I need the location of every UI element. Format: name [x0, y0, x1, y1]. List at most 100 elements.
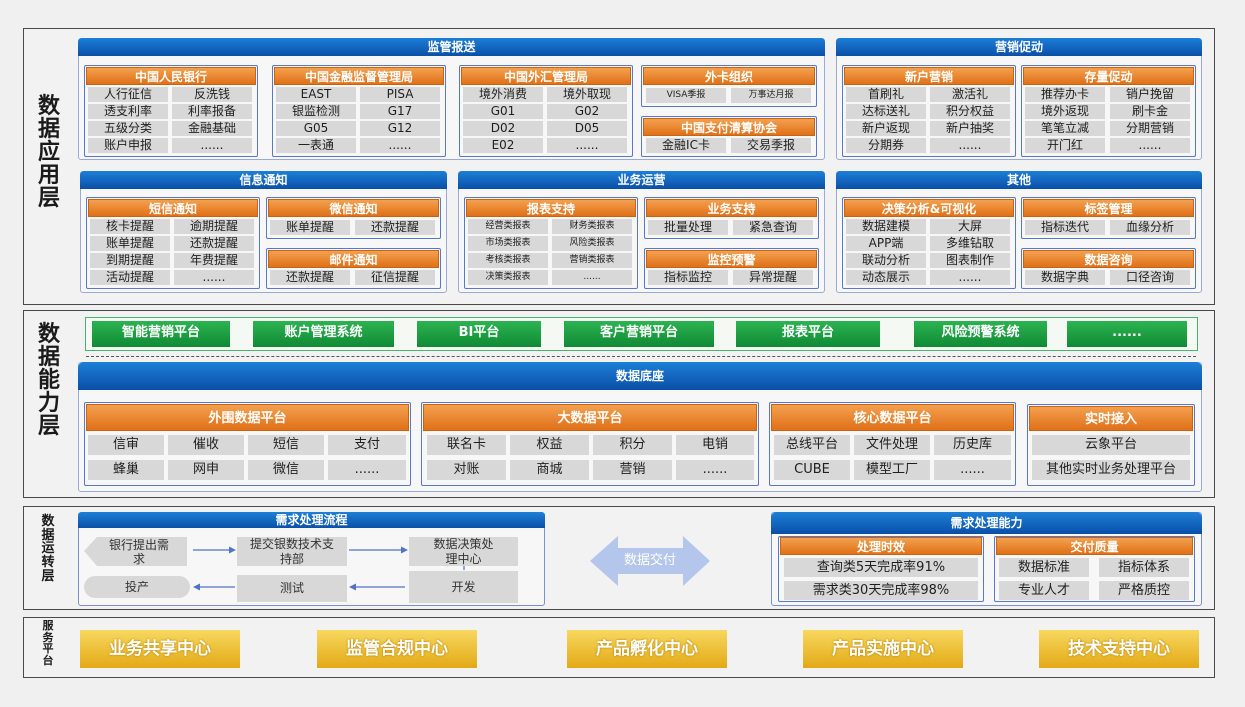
data-delivery-label: 数据交付 — [623, 553, 676, 568]
list-item: G02 — [547, 104, 627, 119]
list-item: 境外返现 — [1025, 104, 1105, 119]
service-center: 监管合规中心 — [317, 630, 477, 668]
list-item: 市场类报表 — [468, 236, 548, 251]
process-step-deploy: 投产 — [124, 580, 149, 594]
list-item: 指标体系 — [1099, 558, 1189, 577]
list-item: 万事达月报 — [731, 88, 811, 103]
list-item: 大屏 — [930, 219, 1010, 234]
delivery-double-arrow-icon — [590, 536, 710, 586]
list-item: 销户挽留 — [1110, 87, 1190, 102]
list-item: ...... — [328, 460, 406, 480]
realtime-header: 实时接入 — [1029, 406, 1193, 431]
list-item: 达标送礼 — [846, 104, 926, 119]
process-step-submit: 提交银数技术支持部 — [237, 537, 347, 566]
process-step-request: 银行提出需求 — [108, 538, 169, 566]
arrow-head — [229, 546, 236, 554]
list-item: 需求类30天完成率98% — [784, 581, 978, 600]
list-item: 蜂巢 — [88, 460, 164, 480]
list-item: 催收 — [168, 435, 244, 455]
list-item: D05 — [547, 121, 627, 136]
list-item: 营销 — [593, 460, 672, 480]
peripheral-header: 外围数据平台 — [86, 404, 409, 431]
list-item: 积分权益 — [930, 104, 1010, 119]
service-center: 产品实施中心 — [803, 630, 963, 668]
list-item: ...... — [676, 460, 754, 480]
list-item: 到期提醒 — [90, 253, 170, 268]
list-item: 利率报备 — [172, 104, 252, 119]
stock-header: 存量促动 — [1023, 67, 1194, 85]
list-item: 还款提醒 — [355, 220, 435, 235]
list-item: D02 — [463, 121, 543, 136]
other-header: 其他 — [836, 171, 1202, 189]
service-center: 技术支持中心 — [1039, 630, 1199, 668]
quality-header: 交付质量 — [996, 537, 1193, 555]
list-item: 历史库 — [934, 435, 1011, 455]
list-item: 动态展示 — [846, 270, 926, 285]
process-step-test: 测试 — [237, 575, 347, 602]
list-item: 金融IC卡 — [646, 138, 726, 153]
list-item: G12 — [360, 121, 440, 136]
list-item: 核卡提醒 — [90, 219, 170, 234]
list-item: 总线平台 — [774, 435, 850, 455]
list-item: 异常提醒 — [733, 270, 813, 285]
list-item: 账单提醒 — [90, 236, 170, 251]
list-item: 征信提醒 — [355, 270, 435, 285]
platform-item: 风险预警系统 — [914, 321, 1047, 347]
list-item: 电销 — [676, 435, 754, 455]
process-header: 需求处理流程 — [78, 512, 545, 528]
list-item: 权益 — [510, 435, 589, 455]
platform-item: BI平台 — [417, 321, 541, 347]
list-item: 人行征信 — [88, 87, 168, 102]
list-item: 数据建模 — [846, 219, 926, 234]
list-item: G17 — [360, 104, 440, 119]
arrow-head — [193, 583, 200, 591]
safe-header: 中国外汇管理局 — [461, 67, 631, 85]
clearing-header: 中国支付清算协会 — [643, 118, 815, 136]
list-item: 账户申报 — [88, 138, 168, 153]
list-item: 逾期提醒 — [174, 219, 254, 234]
list-item: APP端 — [846, 236, 926, 251]
list-item: 还款提醒 — [270, 270, 350, 285]
list-item: 血缘分析 — [1110, 220, 1190, 235]
list-item: 数据字典 — [1025, 270, 1105, 285]
platform-item: 报表平台 — [736, 321, 880, 347]
list-item: VISA季报 — [646, 88, 726, 103]
service-layer-title: 服务平台 — [42, 619, 54, 667]
sms-header: 短信通知 — [88, 199, 258, 217]
list-item: 新户返现 — [846, 121, 926, 136]
list-item: 经营类报表 — [468, 219, 548, 234]
new-customer-header: 新户营销 — [844, 67, 1014, 85]
platform-item: 智能营销平台 — [92, 321, 230, 347]
list-item: 批量处理 — [648, 220, 728, 235]
list-item: 一表通 — [276, 138, 356, 153]
request-shape — [84, 537, 187, 566]
list-item: 营销类报表 — [552, 253, 632, 268]
list-item: 信审 — [88, 435, 164, 455]
capability-layer-title: 数据能力层 — [37, 322, 60, 440]
operation-layer-title: 数据运转层 — [41, 514, 55, 584]
list-item: 境外取现 — [547, 87, 627, 102]
regulatory-header: 监管报送 — [78, 38, 825, 56]
list-item: 指标监控 — [648, 270, 728, 285]
data-base-header: 数据底座 — [78, 362, 1202, 390]
arrow-head — [401, 546, 408, 554]
arrow-head — [349, 583, 356, 591]
list-item: 口径咨询 — [1110, 270, 1190, 285]
list-item: 金融基础 — [172, 121, 252, 136]
list-item: 其他实时业务处理平台 — [1032, 460, 1190, 480]
platform-item: ...... — [1067, 321, 1187, 347]
consult-header: 数据咨询 — [1023, 250, 1194, 268]
deploy-shape — [84, 576, 190, 598]
list-item: 网申 — [168, 460, 244, 480]
list-item: 银监检测 — [276, 104, 356, 119]
list-item: 短信 — [248, 435, 324, 455]
list-item: 分期券 — [846, 138, 926, 153]
list-item: 图表制作 — [930, 253, 1010, 268]
list-item: 风险类报表 — [552, 236, 632, 251]
list-item: 年费提醒 — [174, 253, 254, 268]
process-step-decision: 数据决策处理中心 — [409, 537, 518, 566]
core-header: 核心数据平台 — [771, 404, 1014, 431]
application-layer-title: 数据应用层 — [37, 94, 60, 212]
list-item: G05 — [276, 121, 356, 136]
